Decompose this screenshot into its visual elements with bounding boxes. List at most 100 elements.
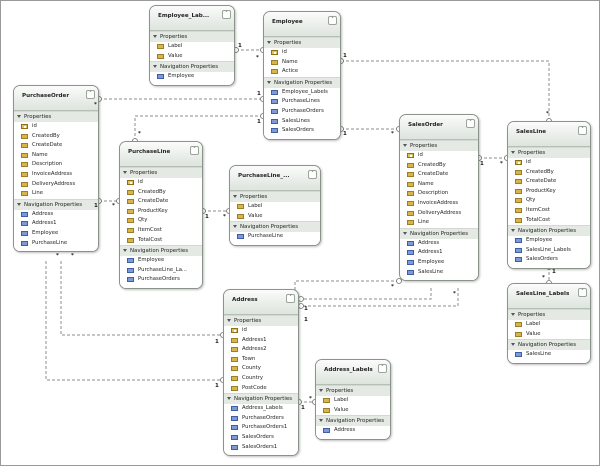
collapse-icon[interactable]: ˄ (286, 294, 295, 303)
property-row[interactable]: Name (14, 150, 98, 161)
property-row[interactable]: id (264, 48, 340, 58)
navigation-section[interactable]: Navigation Properties (224, 393, 298, 405)
navigation-section[interactable]: Navigation Properties (150, 61, 234, 73)
properties-section[interactable]: Properties (508, 309, 590, 320)
collapse-icon[interactable]: ˄ (378, 364, 387, 373)
property-row[interactable]: Qty (120, 216, 202, 226)
property-row[interactable]: DeliveryAddress (14, 179, 98, 190)
navigation-row[interactable]: Employee (508, 236, 590, 246)
property-row[interactable]: ProductKey (508, 186, 590, 197)
navigation-row[interactable]: PurchaseLine (230, 232, 320, 242)
entity-header[interactable]: SalesLine_Labels˄ (508, 284, 590, 309)
navigation-row[interactable]: SalesLine (400, 267, 478, 278)
property-row[interactable]: Description (400, 189, 478, 199)
property-row[interactable]: Name (264, 57, 340, 68)
properties-section[interactable]: Properties (150, 31, 234, 42)
property-row[interactable]: CreateDate (508, 177, 590, 187)
navigation-row[interactable]: Employee (150, 72, 234, 82)
navigation-row[interactable]: PurchaseOrders1 (224, 423, 298, 433)
navigation-row[interactable]: Employee (400, 257, 478, 268)
properties-section[interactable]: Properties (14, 111, 98, 122)
collapse-icon[interactable]: ˄ (328, 16, 337, 25)
properties-section[interactable]: Properties (316, 385, 390, 396)
entity-header[interactable]: PurchaseOrder˄ (14, 86, 98, 111)
property-row[interactable]: CreateDate (14, 141, 98, 151)
property-row[interactable]: id (14, 122, 98, 132)
entity-header[interactable]: Employee˄ (264, 12, 340, 37)
navigation-row[interactable]: Employee (14, 228, 98, 239)
property-row[interactable]: Value (150, 51, 234, 62)
property-row[interactable]: Qty (508, 196, 590, 206)
navigation-row[interactable]: PurchaseOrders (264, 106, 340, 117)
properties-section[interactable]: Properties (224, 315, 298, 326)
property-row[interactable]: id (400, 151, 478, 161)
properties-section[interactable]: Properties (400, 140, 478, 151)
property-row[interactable]: CreatedBy (400, 160, 478, 171)
property-row[interactable]: Value (230, 211, 320, 222)
entity-header[interactable]: Address˄ (224, 290, 298, 315)
property-row[interactable]: id (120, 178, 202, 188)
entity-header[interactable]: SalesLine˄ (508, 122, 590, 147)
properties-section[interactable]: Properties (230, 191, 320, 202)
property-row[interactable]: PostCode (224, 383, 298, 394)
navigation-row[interactable]: SalesOrders (224, 432, 298, 443)
navigation-row[interactable]: PurchaseOrders (224, 413, 298, 424)
navigation-row[interactable]: Address_Labels (224, 404, 298, 414)
navigation-row[interactable]: PurchaseLine_La... (120, 265, 202, 276)
property-row[interactable]: id (508, 158, 590, 168)
collapse-icon[interactable]: ˄ (190, 146, 199, 155)
property-row[interactable]: Label (150, 42, 234, 52)
property-row[interactable]: DeliveryAddress (400, 208, 478, 219)
property-row[interactable]: ItemCost (120, 225, 202, 236)
navigation-row[interactable]: Address1 (14, 219, 98, 229)
property-row[interactable]: id (224, 326, 298, 336)
collapse-icon[interactable]: ˄ (578, 126, 587, 135)
navigation-section[interactable]: Navigation Properties (508, 339, 590, 351)
property-row[interactable]: Town (224, 354, 298, 365)
property-row[interactable]: County (224, 364, 298, 374)
navigation-row[interactable]: SalesLines (264, 116, 340, 127)
collapse-icon[interactable]: ˄ (222, 10, 231, 19)
navigation-row[interactable]: PurchaseOrders (120, 275, 202, 285)
navigation-row[interactable]: PurchaseLines (264, 97, 340, 107)
navigation-row[interactable]: PurchaseLine (14, 238, 98, 249)
property-row[interactable]: Address1 (224, 335, 298, 346)
navigation-row[interactable]: SalesOrders1 (224, 442, 298, 453)
collapse-icon[interactable]: ˄ (466, 119, 475, 128)
navigation-row[interactable]: SalesOrders (508, 255, 590, 265)
navigation-row[interactable]: SalesOrders (264, 126, 340, 136)
navigation-section[interactable]: Navigation Properties (316, 415, 390, 427)
property-row[interactable]: TotalCost (508, 215, 590, 226)
navigation-section[interactable]: Navigation Properties (230, 221, 320, 233)
property-row[interactable]: InvoiceAddress (400, 198, 478, 209)
property-row[interactable]: Line (400, 218, 478, 228)
property-row[interactable]: InvoiceAddress (14, 169, 98, 180)
collapse-icon[interactable]: ˄ (308, 170, 317, 179)
navigation-section[interactable]: Navigation Properties (508, 225, 590, 237)
property-row[interactable]: CreateDate (120, 197, 202, 207)
property-row[interactable]: TotalCost (120, 235, 202, 246)
navigation-row[interactable]: Address (316, 426, 390, 436)
property-row[interactable]: Label (230, 202, 320, 212)
entity-header[interactable]: Address_Labels˄ (316, 360, 390, 385)
entity-header[interactable]: PurchaseLine_...˄ (230, 166, 320, 191)
properties-section[interactable]: Properties (508, 147, 590, 158)
navigation-row[interactable]: SalesLine (508, 350, 590, 360)
property-row[interactable]: Label (508, 320, 590, 330)
navigation-row[interactable]: Address (400, 238, 478, 249)
entity-header[interactable]: Employee_Lab...˄ (150, 6, 234, 31)
property-row[interactable]: CreatedBy (14, 131, 98, 142)
navigation-row[interactable]: SalesLine_Labels (508, 245, 590, 256)
property-row[interactable]: Actice (264, 67, 340, 77)
property-row[interactable]: CreatedBy (120, 187, 202, 198)
entity-header[interactable]: PurchaseLine˄ (120, 142, 202, 167)
property-row[interactable]: Address2 (224, 345, 298, 355)
